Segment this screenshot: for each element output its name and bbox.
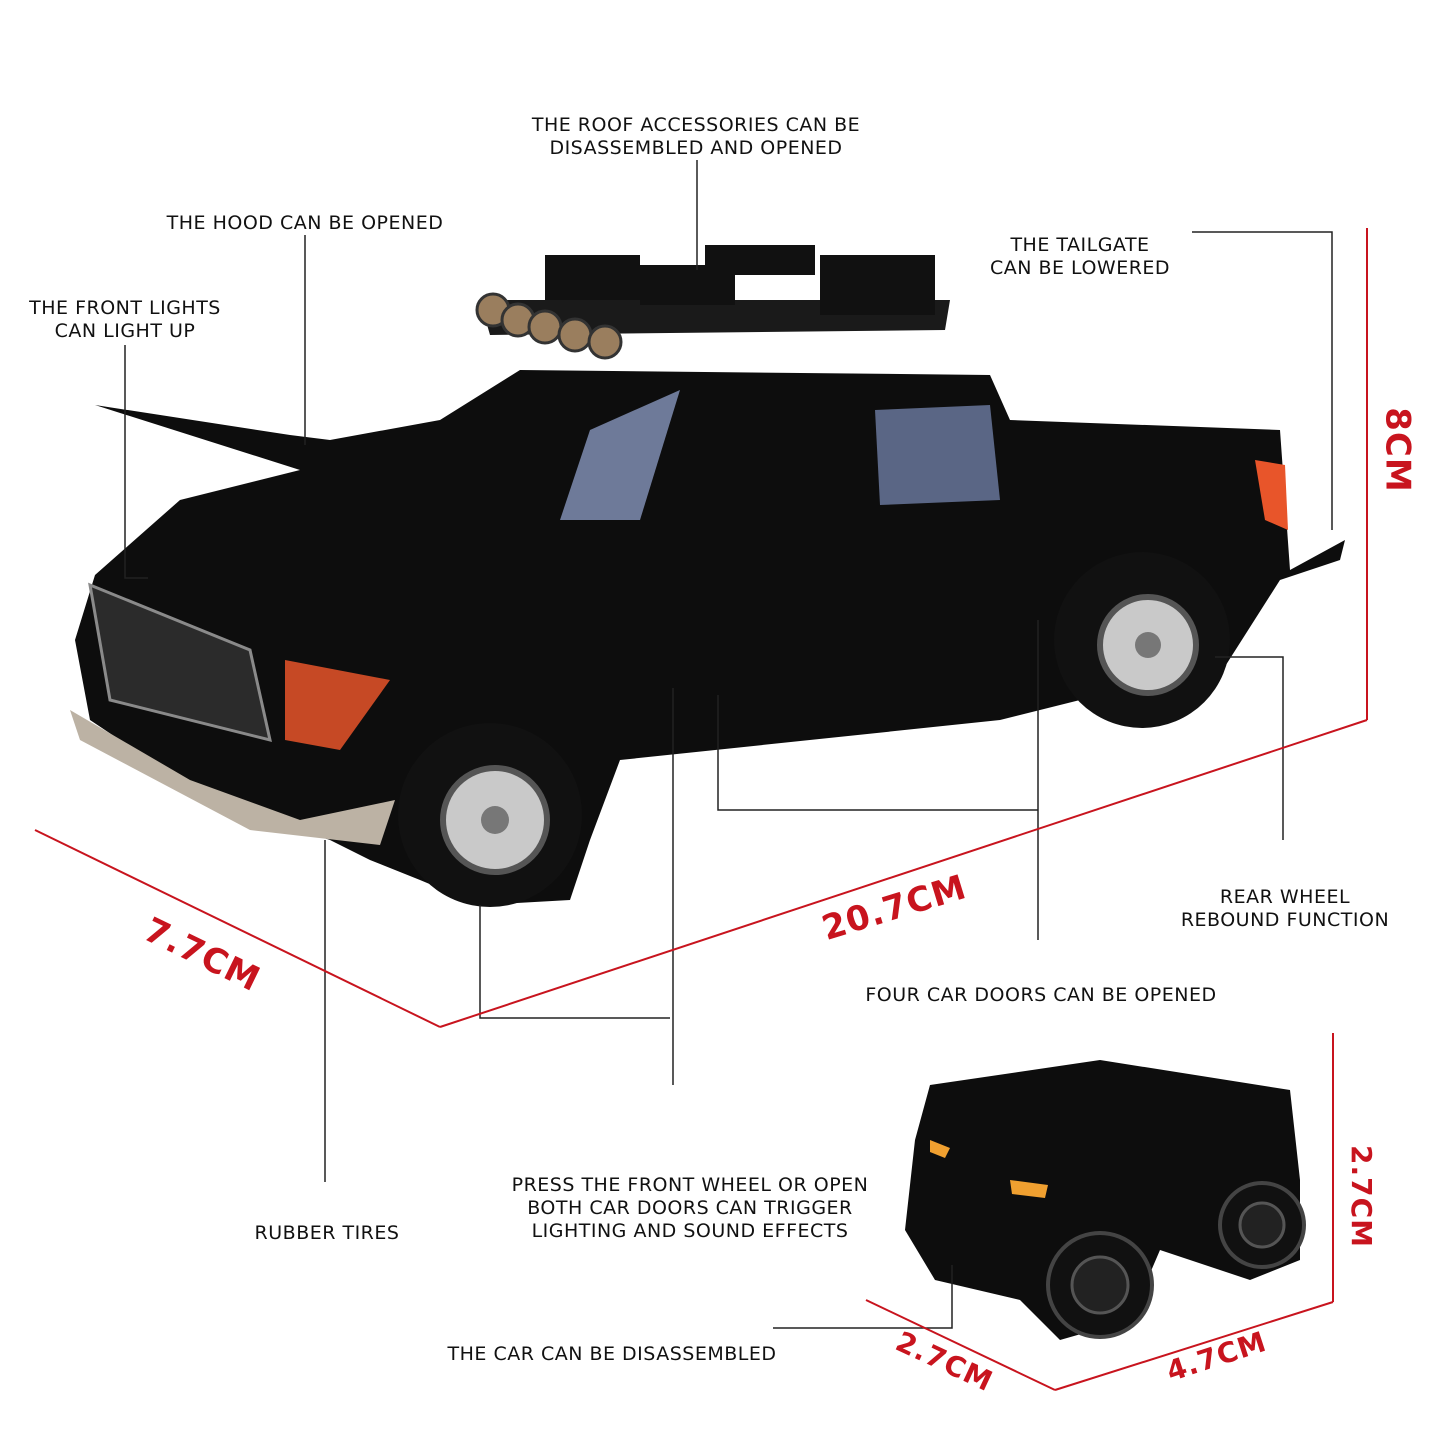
label-line: REAR WHEEL xyxy=(1219,886,1351,908)
atv-image xyxy=(905,1060,1306,1340)
dimension-lines xyxy=(34,228,1368,1391)
label-line: BOTH CAR DOORS CAN TRIGGER xyxy=(527,1197,853,1219)
label-hood: THE HOOD CAN BE OPENED xyxy=(166,212,444,234)
label-line: CAN LIGHT UP xyxy=(54,320,196,342)
label-line: LIGHTING AND SOUND EFFECTS xyxy=(531,1220,849,1242)
label-line: THE FRONT LIGHTS xyxy=(29,297,221,319)
dim-atv-height: 2.7CM xyxy=(1345,1144,1379,1249)
label-disassembled: THE CAR CAN BE DISASSEMBLED xyxy=(447,1343,777,1365)
label-line: THE TAILGATE xyxy=(1010,234,1150,256)
leader-lines xyxy=(124,160,1333,1329)
label-doors: FOUR CAR DOORS CAN BE OPENED xyxy=(865,984,1217,1006)
label-line: THE ROOF ACCESSORIES CAN BE xyxy=(531,114,861,136)
dim-truck-height: 8CM xyxy=(1377,407,1418,493)
label-line: PRESS THE FRONT WHEEL OR OPEN xyxy=(511,1174,869,1196)
label-line: DISASSEMBLED AND OPENED xyxy=(549,137,843,159)
label-tires: RUBBER TIRES xyxy=(254,1222,400,1244)
label-line: REBOUND FUNCTION xyxy=(1180,909,1390,931)
pickup-truck-image xyxy=(70,245,1345,907)
label-line: CAN BE LOWERED xyxy=(989,257,1171,279)
